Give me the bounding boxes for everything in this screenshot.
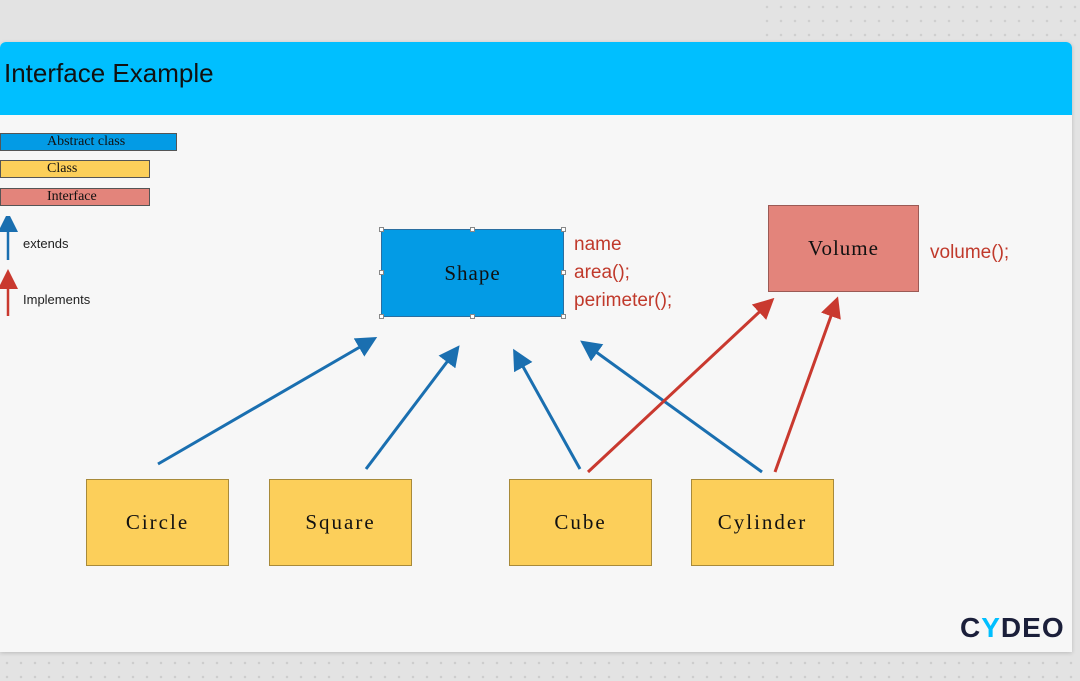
- inheritance-arrows: [157, 296, 841, 474]
- selection-handle[interactable]: [379, 314, 384, 319]
- cylinder-label: Cylinder: [717, 510, 808, 534]
- shape-members: name area(); perimeter();: [574, 231, 672, 315]
- slide-header: Interface Example: [0, 42, 1072, 115]
- square-label: Square: [305, 510, 376, 534]
- cube-label: Cube: [554, 510, 607, 534]
- shape-member-name: name: [574, 234, 622, 255]
- arrow-cylinder-extends-shape: [580, 340, 763, 474]
- volume-label: Volume: [808, 236, 879, 260]
- arrow-cube-extends-shape: [513, 348, 582, 470]
- arrow-circle-extends-shape: [157, 336, 378, 466]
- selection-handle[interactable]: [379, 227, 384, 232]
- shape-label: Shape: [444, 260, 501, 285]
- legend-interface: Interface: [0, 188, 150, 206]
- selection-handle[interactable]: [470, 314, 475, 319]
- selection-handle[interactable]: [561, 270, 566, 275]
- selection-handle[interactable]: [561, 314, 566, 319]
- cylinder-class[interactable]: Cylinder: [691, 479, 834, 566]
- slide-title: Interface Example: [4, 58, 214, 88]
- dotted-background-top: [760, 0, 1080, 40]
- cydeo-logo: CYDEO: [960, 612, 1065, 643]
- legend-abstract-class: Abstract class: [0, 133, 177, 151]
- shape-member-area: area();: [574, 262, 630, 283]
- circle-label: Circle: [125, 510, 190, 534]
- selection-handle[interactable]: [561, 227, 566, 232]
- square-class[interactable]: Square: [269, 479, 412, 566]
- arrow-cylinder-implements-volume: [773, 296, 841, 473]
- slide: Interface Example Abstract class Class I…: [0, 42, 1072, 652]
- dotted-background-bottom: [0, 656, 1080, 681]
- circle-class[interactable]: Circle: [86, 479, 229, 566]
- shape-member-perimeter: perimeter();: [574, 290, 673, 311]
- volume-member: volume();: [930, 242, 1010, 263]
- arrow-square-extends-shape: [364, 345, 460, 470]
- shape-abstract-class[interactable]: Shape: [381, 229, 564, 317]
- cube-class[interactable]: Cube: [509, 479, 652, 566]
- selection-handle[interactable]: [470, 227, 475, 232]
- volume-interface[interactable]: Volume: [768, 205, 919, 292]
- legend-class: Class: [0, 160, 150, 178]
- selection-handle[interactable]: [379, 270, 384, 275]
- arrow-cube-implements-volume: [586, 297, 775, 474]
- legend-extends-label: extends: [23, 236, 69, 251]
- legend-implements-label: Implements: [23, 292, 91, 307]
- legend-arrows: [0, 216, 18, 316]
